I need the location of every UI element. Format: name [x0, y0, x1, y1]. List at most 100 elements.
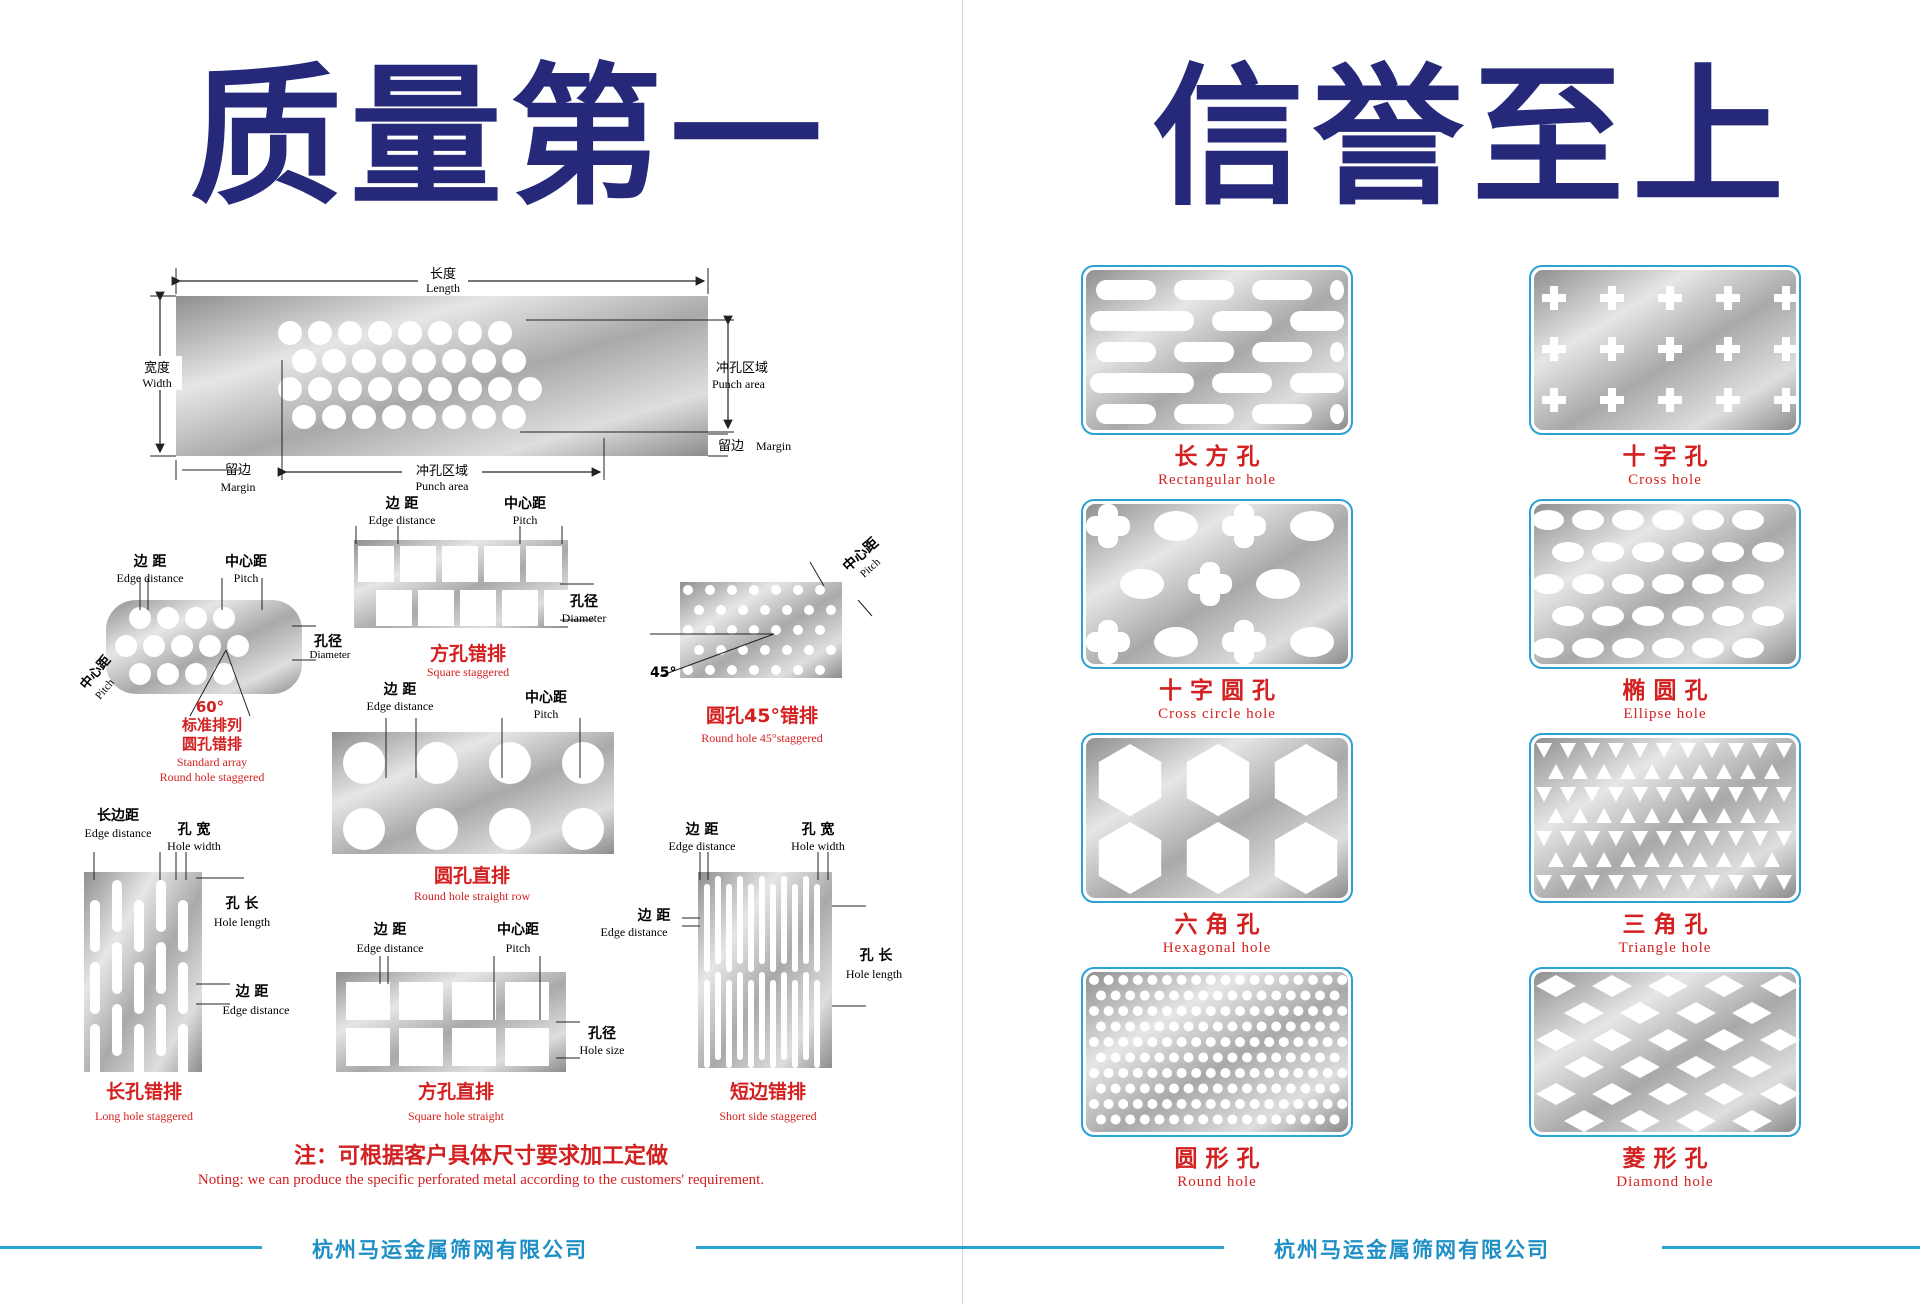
ex3-name-cn: 圆孔45°错排 [706, 704, 818, 727]
hole-tile-hexagon: 六 角 孔 Hexagonal hole [1081, 733, 1353, 956]
ex5-name-cn: 长孔错排 [106, 1080, 182, 1103]
ex7-width-en: Hole width [791, 839, 845, 853]
ex5-name-en: Long hole staggered [95, 1109, 193, 1123]
note-cn: 注：可根据客户具体尺寸要求加工定做 [293, 1144, 668, 1169]
ex7-name-cn: 短边错排 [730, 1080, 806, 1103]
width-label-cn: 宽度 [144, 360, 170, 376]
punch-area-bottom-cn: 冲孔区域 [416, 464, 468, 479]
hole-tile-round: 圆 形 孔 Round hole [1081, 967, 1353, 1190]
ex6-pitch-cn: 中心距 [497, 921, 539, 938]
ex2-edge-cn: 边 距 [385, 496, 419, 512]
hole-tile-slot-cn: 长 方 孔 [1174, 443, 1259, 470]
punch-area-right-cn: 冲孔区域 [716, 361, 768, 376]
width-label-en: Width [142, 376, 172, 390]
hole-tile-cross-circle-en: Cross circle hole [1158, 706, 1276, 722]
example-long-hole: 长边距 Edge distance 孔 宽 Hole width 孔 长 Hol… [84, 807, 289, 1123]
hole-tile-hexagon-cn: 六 角 孔 [1174, 911, 1259, 938]
ex6-edge-en: Edge distance [357, 941, 424, 955]
example-short-side: 边 距 Edge distance 孔 宽 Hole width 边 距 Edg… [601, 821, 903, 1123]
ex7-name-en: Short side staggered [719, 1109, 816, 1123]
ex4-pitch-en: Pitch [534, 707, 559, 721]
hole-tile-triangle: 三 角 孔 Triangle hole [1529, 733, 1801, 956]
ex5-len-en: Hole length [214, 915, 270, 929]
footer-line-left-a [0, 1246, 262, 1249]
ex2-dia-cn: 孔径 [570, 593, 598, 610]
hole-tile-cross-cn: 十 字 孔 [1622, 443, 1707, 470]
ex1-edge-cn: 边 距 [133, 554, 167, 570]
example-round-45: 45° 中心距 Pitch 圆孔45°错排 Round hole 45°stag… [650, 534, 883, 745]
ex2-edge-en: Edge distance [369, 513, 436, 527]
length-label-en: Length [426, 281, 460, 295]
ex7-len-cn: 孔 长 [860, 947, 894, 964]
hole-tile-slot-en: Rectangular hole [1158, 472, 1276, 488]
ex5-len-cn: 孔 长 [226, 895, 260, 912]
ex6-size-cn: 孔径 [588, 1025, 616, 1042]
hole-tile-ellipse-en: Ellipse hole [1623, 706, 1706, 722]
footer-company-left: 杭州马运金属筛网有限公司 [312, 1238, 588, 1262]
ex1-dia-en: Diameter [310, 649, 351, 661]
hole-tile-triangle-en: Triangle hole [1619, 940, 1712, 956]
example-standard-array: 边 距 Edge distance 中心距 Pitch 孔径 Diameter … [77, 553, 351, 784]
hole-tile-cross: 十 字 孔 Cross hole [1529, 265, 1801, 488]
left-title: 质量第一 [190, 49, 830, 226]
hole-tile-cross-circle: 十 字 圆 孔 Cross circle hole [1081, 499, 1353, 722]
ex3-name-en: Round hole 45°staggered [701, 731, 822, 745]
ex6-edge-cn: 边 距 [373, 922, 407, 938]
note-en: Noting: we can produce the specific perf… [197, 1172, 765, 1188]
ex1-name-en2: Round hole staggered [160, 770, 265, 784]
example-round-straight: 边 距 Edge distance 中心距 Pitch 圆孔直排 Round h… [332, 682, 614, 903]
hole-tile-cross-en: Cross hole [1628, 472, 1702, 488]
footer-line-middle [696, 1246, 1224, 1249]
margin-bottom-en: Margin [220, 480, 255, 494]
ex7-width-cn: 孔 宽 [802, 821, 835, 838]
hole-tile-triangle-cn: 三 角 孔 [1622, 911, 1707, 938]
hole-tile-ellipse: 椭 圆 孔 Ellipse hole [1529, 499, 1801, 722]
ex5-width-cn: 孔 宽 [178, 821, 211, 838]
punch-area-bottom-en: Punch area [416, 479, 470, 493]
page-divider [962, 0, 963, 1304]
main-dimension-diagram: 长度 Length 宽度 Width 冲孔区域 Punch area 留边 Ma… [138, 262, 791, 494]
ex5-edge2-en: Edge distance [223, 1003, 290, 1017]
ex5-edge2-cn: 边 距 [235, 984, 269, 1000]
ex1-pitch-en: Pitch [234, 571, 259, 585]
ex7-edge2-cn: 边 距 [637, 908, 671, 924]
ex6-name-en: Square hole straight [408, 1109, 505, 1123]
hole-tile-round-en: Round hole [1177, 1174, 1257, 1190]
ex5-width-en: Hole width [167, 839, 221, 853]
hole-tile-ellipse-cn: 椭 圆 孔 [1622, 678, 1707, 704]
ex6-pitch-en: Pitch [506, 941, 531, 955]
ex5-edge-en: Edge distance [85, 826, 152, 840]
ex7-edge2-en: Edge distance [601, 925, 668, 939]
ex4-name-en: Round hole straight row [414, 889, 531, 903]
ex1-pitch-cn: 中心距 [225, 553, 267, 570]
footer-company-right: 杭州马运金属筛网有限公司 [1274, 1238, 1550, 1262]
right-title: 信誉至上 [1152, 49, 1792, 226]
length-label-cn: 长度 [430, 266, 456, 282]
punch-area-right-en: Punch area [712, 377, 766, 391]
ex2-pitch-cn: 中心距 [504, 495, 546, 512]
ex2-name-cn: 方孔错排 [430, 642, 506, 665]
ex1-name-cn2: 圆孔错排 [182, 735, 242, 753]
main-plate-holes [278, 321, 542, 429]
ex4-edge-cn: 边 距 [383, 682, 417, 698]
hole-tile-round-cn: 圆 形 孔 [1174, 1146, 1259, 1172]
hole-tile-hexagon-en: Hexagonal hole [1163, 940, 1272, 956]
hole-tile-diamond-en: Diamond hole [1616, 1174, 1713, 1190]
ex4-pitch-cn: 中心距 [525, 689, 567, 706]
example-square-straight: 边 距 Edge distance 中心距 Pitch 孔径 Hole size… [336, 921, 624, 1123]
ex6-size-en: Hole size [580, 1043, 625, 1057]
footer-line-right [1662, 1246, 1920, 1249]
ex1-name-en: Standard array [177, 755, 247, 769]
ex2-dia-en: Diameter [562, 611, 607, 625]
example-square-staggered: 边 距 Edge distance 中心距 Pitch 孔径 Diameter … [354, 495, 606, 679]
ex6-name-cn: 方孔直排 [418, 1080, 494, 1103]
margin-bottom-cn: 留边 [225, 463, 251, 478]
ex4-edge-en: Edge distance [367, 699, 434, 713]
ex4-name-cn: 圆孔直排 [434, 864, 510, 887]
ex2-name-en: Square staggered [427, 665, 509, 679]
hole-tile-slot: 长 方 孔 Rectangular hole [1081, 265, 1353, 488]
hole-tile-cross-circle-cn: 十 字 圆 孔 [1159, 677, 1275, 704]
margin-right-en: Margin [756, 439, 791, 453]
